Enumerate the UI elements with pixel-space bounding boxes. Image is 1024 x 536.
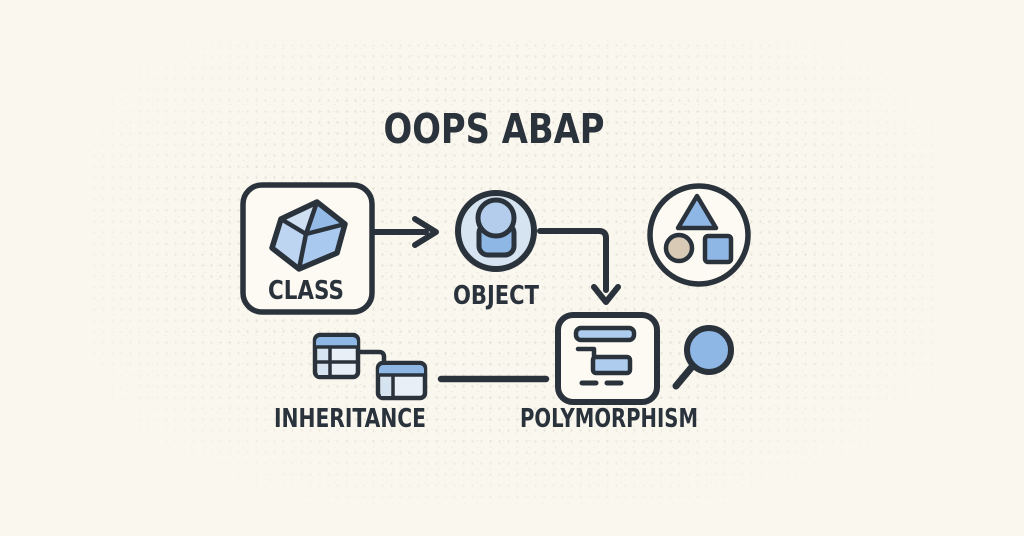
polymorphism-label: POLYMORPHISM	[520, 404, 698, 434]
inheritance-link	[355, 349, 387, 365]
cylinder-icon	[475, 197, 517, 258]
circle-icon	[663, 232, 695, 264]
parent-table-icon	[312, 332, 361, 380]
arrow-class-to-object	[372, 216, 439, 248]
class-node: CLASS	[240, 182, 375, 315]
object-label: OBJECT	[453, 281, 539, 311]
diagram-title: OOPS ABAP	[384, 105, 605, 153]
square-icon	[702, 233, 734, 265]
form-layout-icon	[573, 325, 637, 386]
cube-icon	[269, 199, 348, 272]
arrow-object-to-polymorphism	[537, 228, 621, 305]
child-table-icon	[375, 360, 428, 401]
magnifier-icon	[672, 325, 734, 390]
inheritance-label: INHERITANCE	[274, 404, 426, 434]
triangle-icon	[675, 193, 719, 231]
polymorphism-node: POLYMORPHISM	[520, 312, 698, 434]
object-node: OBJECT	[453, 190, 539, 311]
class-label: CLASS	[268, 276, 344, 306]
shapes-circle-icon	[647, 183, 751, 287]
inheritance-node: INHERITANCE	[274, 332, 428, 434]
